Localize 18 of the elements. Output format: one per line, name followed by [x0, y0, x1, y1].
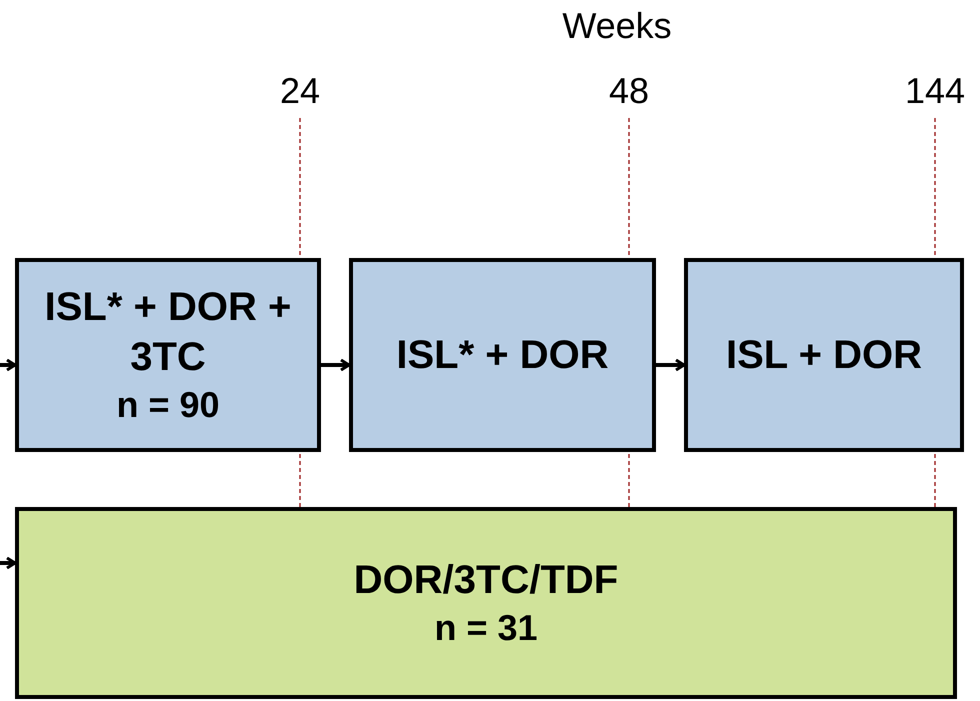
sample-size-text: n = 90 — [116, 383, 220, 427]
week-label: 24 — [280, 70, 320, 112]
treatment-box — [349, 258, 656, 452]
regimen-text: ISL + DOR — [726, 332, 922, 379]
arrow — [321, 358, 350, 372]
regimen-text: ISL* + DOR — [396, 332, 609, 379]
arrow — [0, 358, 16, 372]
treatment-box — [684, 258, 964, 452]
treatment-box — [15, 507, 957, 699]
arrow — [656, 358, 686, 372]
treatment-box — [15, 258, 321, 452]
sample-size-text: n = 31 — [434, 606, 538, 650]
axis-title: Weeks — [562, 5, 672, 47]
week-label: 48 — [608, 70, 650, 112]
arrow — [0, 556, 16, 570]
week-label: 144 — [904, 70, 966, 112]
regimen-text: DOR/3TC/TDF — [354, 557, 618, 604]
regimen-text: ISL* + DOR + 3TC — [44, 284, 292, 381]
